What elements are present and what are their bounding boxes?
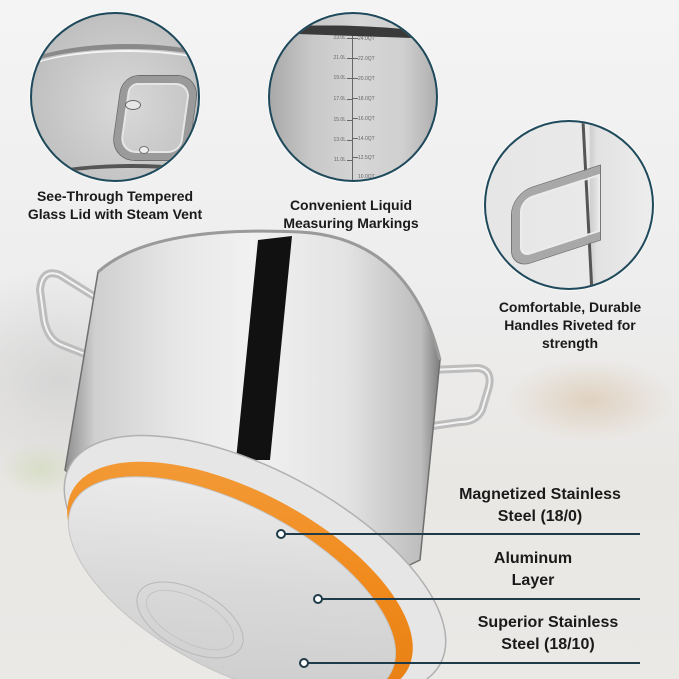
tick-mark [353, 138, 358, 139]
riveted-handle-closeup [484, 120, 654, 290]
tick-mark [347, 38, 352, 39]
lid-caption: See-Through Tempered Glass Lid with Stea… [10, 187, 220, 223]
tick-liters: 15.0L [333, 117, 346, 123]
steam-vent-icon [139, 146, 149, 154]
lid-rim [32, 44, 198, 109]
tick-mark [347, 58, 352, 59]
layer-label-line1: Superior Stainless [477, 614, 619, 631]
tick-mark [347, 78, 352, 79]
layer-label-line2: Layer [511, 572, 555, 589]
layer-label-line1: Aluminum [493, 550, 573, 567]
handles-caption: Comfortable, Durable Handles Riveted for… [480, 298, 660, 352]
measuring-caption-line1: Convenient Liquid [289, 197, 413, 213]
leader-line-magnetized [284, 533, 640, 535]
lid-bottom-rim [32, 164, 198, 180]
tick-mark [353, 118, 358, 119]
layer-label-aluminum: Aluminum Layer [448, 548, 618, 592]
measuring-caption-line2: Measuring Markings [283, 215, 419, 231]
leader-line-aluminum [320, 598, 640, 600]
callout-dot-aluminum [313, 594, 323, 604]
tick-mark [353, 58, 358, 59]
handles-caption-line3: strength [542, 335, 598, 351]
tick-liters: 23.0L [333, 35, 346, 41]
leader-line-stainless [308, 662, 640, 664]
measuring-scale-closeup: 23.0L 21.0L 19.0L 17.0L 15.0L 13.0L 11.0… [268, 12, 438, 182]
tick-mark [347, 160, 352, 161]
tick-liters: 21.0L [333, 55, 346, 61]
tick-mark [347, 99, 352, 100]
tick-quarts: 10.0QT [358, 174, 375, 180]
tick-quarts: 18.0QT [358, 96, 375, 102]
lid-rivet-icon [125, 100, 141, 110]
layer-label-line2: Steel (18/0) [497, 508, 583, 525]
lid-caption-line2: Glass Lid with Steam Vent [27, 206, 203, 222]
stainless-base [67, 476, 397, 679]
measuring-caption: Convenient Liquid Measuring Markings [256, 196, 446, 232]
tick-quarts: 24.0QT [358, 36, 375, 42]
handles-caption-line2: Handles Riveted for [504, 317, 636, 333]
tick-quarts: 20.0QT [358, 76, 375, 82]
tick-quarts: 16.0QT [358, 116, 375, 122]
tick-liters: 19.0L [333, 75, 346, 81]
tick-quarts: 14.0QT [358, 136, 375, 142]
tick-quarts: 22.0QT [358, 56, 375, 62]
tick-mark [347, 140, 352, 141]
callout-dot-stainless [299, 658, 309, 668]
handles-caption-line1: Comfortable, Durable [498, 299, 642, 315]
layer-label-line2: Steel (18/10) [501, 636, 595, 653]
scale-axis [352, 36, 353, 180]
tick-liters: 17.0L [333, 96, 346, 102]
layer-label-magnetized-steel: Magnetized Stainless Steel (18/0) [440, 484, 640, 528]
tick-mark [353, 38, 358, 39]
reflection-stripe [236, 236, 292, 460]
tick-quarts: 12.5QT [358, 155, 375, 161]
tick-liters: 13.0L [333, 137, 346, 143]
base-stamp-icon [136, 581, 244, 659]
layer-label-line1: Magnetized Stainless [459, 486, 621, 503]
lid-caption-line1: See-Through Tempered [36, 188, 194, 204]
layer-label-stainless-steel: Superior Stainless Steel (18/10) [458, 612, 638, 656]
tick-mark [353, 78, 358, 79]
tick-mark [353, 98, 358, 99]
tick-mark [347, 120, 352, 121]
callout-dot-magnetized [276, 529, 286, 539]
tick-liters: 11.0L [333, 157, 346, 163]
lid-rim-highlight [32, 50, 198, 112]
tick-mark [353, 157, 358, 158]
glass-lid-closeup [30, 12, 200, 182]
